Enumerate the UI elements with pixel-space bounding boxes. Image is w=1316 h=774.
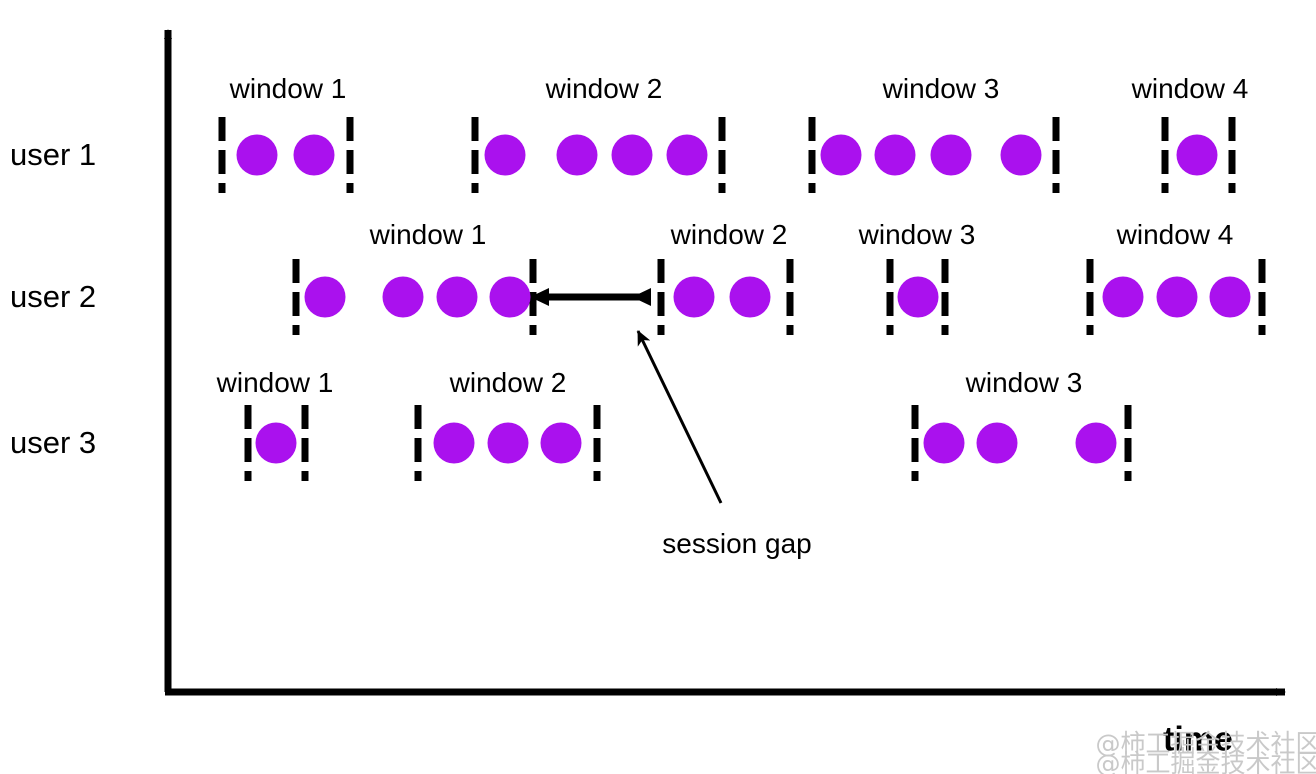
window-label: window 3 xyxy=(882,73,1000,104)
event-dot xyxy=(820,134,862,176)
event-dot xyxy=(976,422,1018,464)
watermark-line-1: @柿工掘金技术社区 xyxy=(1095,729,1316,758)
event-dot xyxy=(433,422,475,464)
window-bracket-left xyxy=(911,405,919,481)
window-bracket-right xyxy=(941,259,949,335)
window-label: window 2 xyxy=(670,219,788,250)
window-label: window 1 xyxy=(369,219,487,250)
window-label: window 1 xyxy=(216,367,334,398)
event-dot xyxy=(930,134,972,176)
user-row-label: user 1 xyxy=(10,137,97,172)
window-bracket-right xyxy=(1052,117,1060,193)
event-dot xyxy=(236,134,278,176)
window-label: window 3 xyxy=(965,367,1083,398)
window-label: window 2 xyxy=(545,73,663,104)
event-dot xyxy=(1102,276,1144,318)
event-dot xyxy=(484,134,526,176)
window-bracket-right xyxy=(1228,117,1236,193)
window-bracket-right xyxy=(786,259,794,335)
window-bracket-left xyxy=(657,259,665,335)
window-label: window 2 xyxy=(449,367,567,398)
window-bracket-right xyxy=(301,405,309,481)
session-gap-pointer-arrow xyxy=(636,330,723,504)
event-dot xyxy=(382,276,424,318)
window-bracket-right xyxy=(718,117,726,193)
event-dot xyxy=(673,276,715,318)
window-bracket-right xyxy=(1124,405,1132,481)
event-dot xyxy=(436,276,478,318)
event-dot xyxy=(923,422,965,464)
window-label: window 4 xyxy=(1131,73,1249,104)
user-row-label: user 3 xyxy=(10,425,97,460)
event-dot xyxy=(897,276,939,318)
window-bracket-left xyxy=(886,259,894,335)
event-dot xyxy=(255,422,297,464)
window-bracket-right xyxy=(593,405,601,481)
event-dot xyxy=(487,422,529,464)
window-bracket-right xyxy=(529,259,537,335)
event-dot xyxy=(1156,276,1198,318)
window-bracket-right xyxy=(1258,259,1266,335)
window-label: window 4 xyxy=(1116,219,1234,250)
event-dot xyxy=(666,134,708,176)
event-dot xyxy=(729,276,771,318)
window-label: window 3 xyxy=(858,219,976,250)
window-bracket-left xyxy=(244,405,252,481)
window-label: window 1 xyxy=(229,73,347,104)
event-dot xyxy=(556,134,598,176)
window-bracket-left xyxy=(292,259,300,335)
window-bracket-left xyxy=(471,117,479,193)
watermark-line-2: @柿工掘金技术社区 xyxy=(1095,749,1316,774)
session-gap-label: session gap xyxy=(662,528,812,559)
event-dot xyxy=(611,134,653,176)
event-dot xyxy=(1075,422,1117,464)
event-dot xyxy=(1000,134,1042,176)
event-dot xyxy=(1176,134,1218,176)
x-axis-label: time xyxy=(1163,720,1233,759)
window-bracket-left xyxy=(808,117,816,193)
event-dot xyxy=(304,276,346,318)
user-row-label: user 2 xyxy=(10,279,97,314)
window-bracket-left xyxy=(1161,117,1169,193)
window-bracket-left xyxy=(414,405,422,481)
window-bracket-left xyxy=(218,117,226,193)
window-bracket-left xyxy=(1086,259,1094,335)
event-dot xyxy=(489,276,531,318)
event-dot xyxy=(540,422,582,464)
window-bracket-right xyxy=(346,117,354,193)
event-dot xyxy=(293,134,335,176)
event-dot xyxy=(874,134,916,176)
event-dot xyxy=(1209,276,1251,318)
